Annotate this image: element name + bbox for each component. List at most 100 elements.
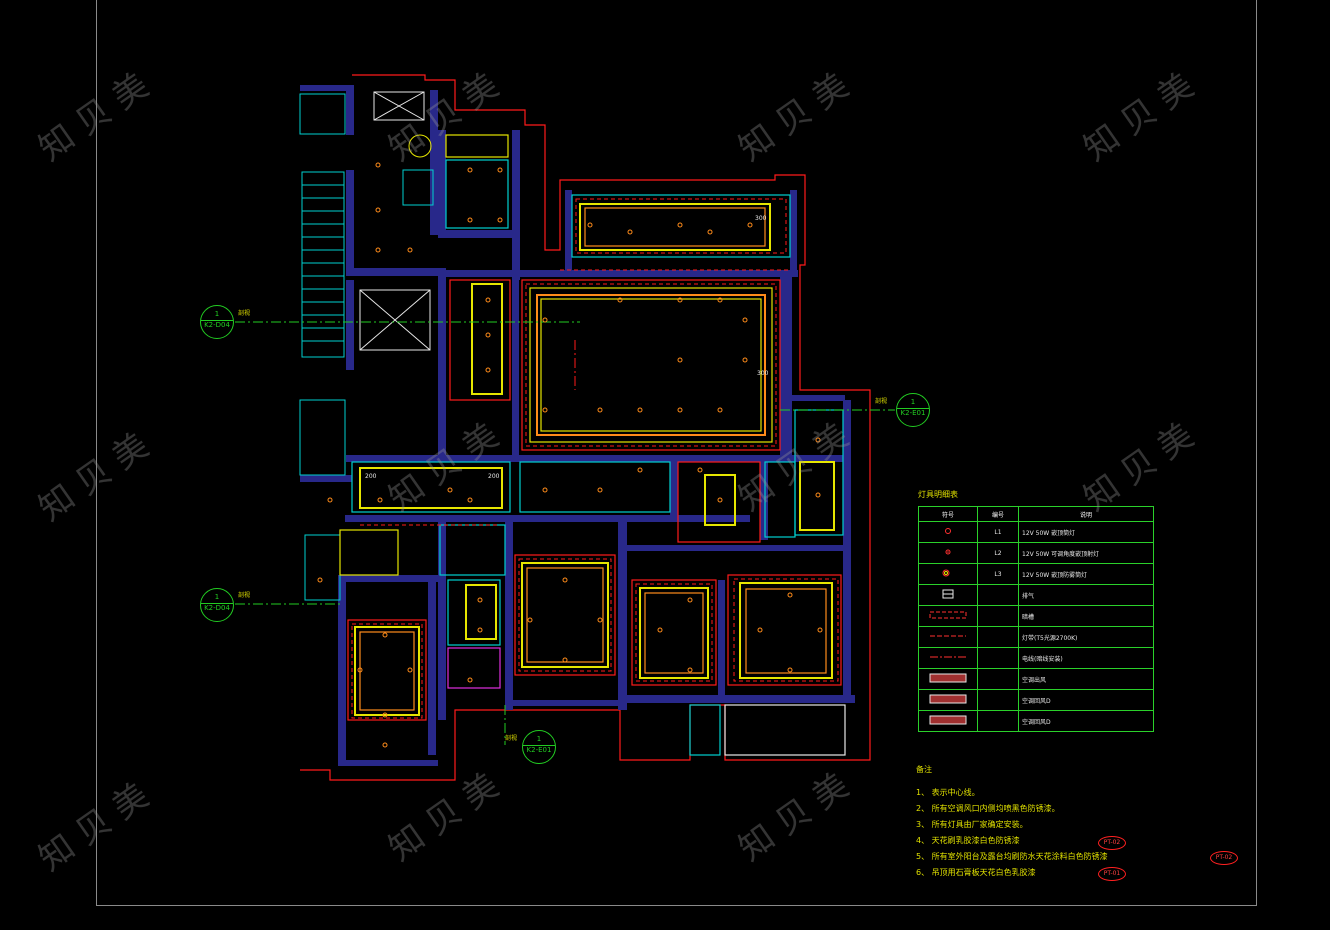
material-tag: PT-01	[1098, 867, 1126, 881]
ceiling-light	[597, 617, 603, 623]
outer-outline	[300, 74, 871, 781]
legend-desc: 12V 50W 可调角度嵌顶射灯	[1018, 542, 1154, 564]
section-num: 1	[214, 593, 220, 601]
ceiling-light	[717, 407, 723, 413]
legend-code	[977, 710, 1019, 732]
legend-header: 编号	[977, 506, 1019, 522]
fixtures	[402, 134, 434, 206]
note-item: 5、 所有室外阳台及露台均刷防水天花涂料白色防锈漆	[916, 852, 1108, 861]
ceiling-light	[617, 297, 623, 303]
ceiling-light	[527, 617, 533, 623]
exhaust-fan-icon	[918, 584, 978, 606]
dim-label: 200	[488, 473, 500, 480]
section-ref: K2-E01	[523, 745, 555, 754]
ceiling-light	[627, 229, 633, 235]
legend-row: 灯带(T5光源2700K)	[918, 626, 1154, 648]
section-ref: K2-D04	[201, 603, 233, 612]
dim-label: 300	[757, 370, 769, 377]
drawing-frame	[96, 0, 1257, 906]
section-mark-3: 1 K2-E01	[896, 393, 930, 427]
notes-title: 备注	[916, 765, 932, 774]
section-mark-4: 1 K2-E01	[522, 730, 556, 764]
ceiling-light	[637, 407, 643, 413]
legend-code: L3	[977, 563, 1019, 585]
legend-desc: 12V 50W 嵌顶筒灯	[1018, 521, 1154, 543]
legend-desc: 空调出风	[1018, 668, 1154, 690]
legend-row: 空调出风	[918, 668, 1154, 690]
ceiling-light	[407, 667, 413, 673]
legend-code: L2	[977, 542, 1019, 564]
ceiling-light	[562, 577, 568, 583]
note-item: 1、 表示中心线。	[916, 788, 980, 797]
ceiling-light	[542, 407, 548, 413]
legend-header-row: 符号 编号 说明	[918, 506, 1154, 522]
section-label-4: 剖视	[505, 735, 518, 742]
ceiling-light	[542, 487, 548, 493]
ac-return-icon	[918, 689, 978, 711]
ceiling-light	[697, 467, 703, 473]
ceiling-light	[687, 667, 693, 673]
ac-return-2-icon	[918, 710, 978, 732]
section-label-1: 剖视	[238, 310, 251, 317]
legend-code: L1	[977, 521, 1019, 543]
legend-desc: 空调回风D	[1018, 689, 1154, 711]
ceiling-light	[467, 677, 473, 683]
ceiling-light	[657, 627, 663, 633]
ac-unit-icon	[918, 668, 978, 690]
legend-code	[977, 647, 1019, 669]
ceiling-light	[815, 437, 821, 443]
legend-code	[977, 689, 1019, 711]
ceiling-light	[787, 667, 793, 673]
room-outlines	[339, 134, 846, 756]
ceiling-light	[377, 497, 383, 503]
notes: 备注 1、 表示中心线。2、 所有空调风口内侧均喷黑色防锈漆。3、 所有灯具由厂…	[916, 764, 1108, 881]
stairs	[299, 93, 346, 601]
ceiling-light	[707, 229, 713, 235]
ceiling-light	[677, 357, 683, 363]
legend-header: 符号	[918, 506, 978, 522]
ceiling-light	[317, 577, 323, 583]
ceiling-light	[497, 167, 503, 173]
section-num: 1	[536, 735, 542, 743]
section-mark-2: 1 K2-D04	[200, 588, 234, 622]
ceiling-light	[587, 222, 593, 228]
material-tag: PT-02	[1098, 836, 1126, 850]
ceiling-light	[467, 167, 473, 173]
legend-row: 电线(暗线安装)	[918, 647, 1154, 669]
ceiling-light	[485, 367, 491, 373]
section-ref: K2-D04	[201, 320, 233, 329]
section-mark-1: 1 K2-D04	[200, 305, 234, 339]
ceiling-light	[817, 627, 823, 633]
ceiling-light	[407, 247, 413, 253]
ceiling-light	[375, 207, 381, 213]
circle-red-small-icon	[918, 542, 978, 564]
legend-row: 暗槽	[918, 605, 1154, 627]
ceiling-light	[597, 487, 603, 493]
material-tag: PT-02	[1210, 851, 1238, 865]
legend-code	[977, 626, 1019, 648]
ceiling-lights	[317, 162, 823, 748]
legend-desc: 排气	[1018, 584, 1154, 606]
ceiling-light	[687, 597, 693, 603]
ceiling-light	[815, 492, 821, 498]
section-num: 1	[214, 310, 220, 318]
circle-red-icon	[918, 521, 978, 543]
legend-desc: 暗槽	[1018, 605, 1154, 627]
section-ref: K2-E01	[897, 408, 929, 417]
dim-label: 200	[365, 473, 377, 480]
ceiling-light	[742, 357, 748, 363]
ceiling-light	[497, 217, 503, 223]
legend-desc: 空调回风D	[1018, 710, 1154, 732]
legend-row: 空调回风D	[918, 710, 1154, 732]
ceiling-light	[597, 407, 603, 413]
note-item: 2、 所有空调风口内侧均喷黑色防锈漆。	[916, 804, 1060, 813]
ceiling-light	[382, 742, 388, 748]
dashed-line-red-2-icon	[918, 647, 978, 669]
ceiling-light	[757, 627, 763, 633]
dashed-rect-icon	[918, 605, 978, 627]
ceiling-light	[542, 317, 548, 323]
ceiling-light	[327, 497, 333, 503]
elevator	[359, 91, 431, 351]
